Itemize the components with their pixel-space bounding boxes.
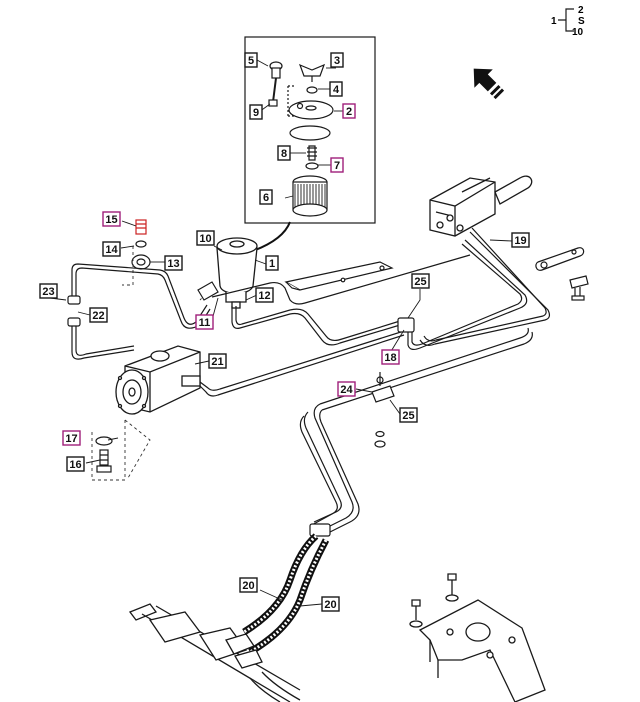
callout-box-13 — [164, 255, 183, 271]
callout-box-4 — [329, 81, 343, 97]
callout-4: 4 — [333, 84, 340, 96]
callout-18: 18 — [384, 352, 396, 364]
callout-25: 25 — [414, 276, 426, 288]
link-plate — [535, 247, 589, 301]
callout-17: 17 — [65, 433, 77, 445]
callout-box-7 — [330, 157, 344, 173]
callout-20: 20 — [324, 599, 336, 611]
filter-detail-box — [244, 36, 376, 224]
callout-box-17 — [62, 430, 81, 446]
callout-1: 1 — [269, 258, 275, 270]
steel-pipes — [71, 227, 551, 535]
pipe-fittings — [67, 281, 415, 537]
callout-box-1 — [265, 255, 279, 271]
callout-box-6 — [259, 189, 273, 205]
callout-labels: 1234567891011121314151617181920202122232… — [39, 52, 530, 612]
callout-box-25 — [411, 273, 430, 289]
legend-middle: S — [578, 16, 585, 27]
callout-22: 22 — [92, 310, 104, 322]
callout-box-20 — [321, 596, 340, 612]
callout-9: 9 — [253, 107, 259, 119]
fitting-16-17 — [95, 436, 113, 473]
callout-19: 19 — [514, 235, 526, 247]
callout-box-8 — [277, 145, 291, 161]
callout-16: 16 — [69, 459, 81, 471]
callout-10: 10 — [199, 233, 211, 245]
callout-box-9 — [249, 104, 263, 120]
callout-3: 3 — [334, 55, 340, 67]
legend-left: 1 — [551, 16, 557, 27]
callout-box-10 — [196, 230, 215, 246]
callout-box-5 — [244, 52, 258, 68]
callout-5: 5 — [248, 55, 254, 67]
callout-12: 12 — [258, 290, 270, 302]
callout-box-18 — [381, 349, 400, 365]
axle-bracket — [409, 573, 546, 702]
callout-2: 2 — [346, 106, 352, 118]
callout-box-25 — [399, 407, 418, 423]
legend-top: 2 — [578, 5, 584, 16]
callout-box-21 — [208, 353, 227, 369]
callout-13: 13 — [167, 258, 179, 270]
fitting-13-15 — [131, 219, 151, 270]
hydraulic-tank — [216, 237, 258, 309]
callout-box-23 — [39, 283, 58, 299]
callout-box-2 — [342, 103, 356, 119]
callout-6: 6 — [263, 192, 269, 204]
legend-bottom: 10 — [572, 27, 584, 38]
callout-box-24 — [337, 381, 356, 397]
callout-leaders — [49, 59, 513, 607]
section-legend: 2 S 10 1 — [551, 5, 585, 38]
callout-box-14 — [102, 241, 121, 257]
callout-box-16 — [66, 456, 85, 472]
callout-box-3 — [330, 52, 344, 68]
direction-arrow-icon — [473, 68, 505, 100]
mounting-rail — [284, 261, 394, 291]
callout-box-15 — [102, 211, 121, 227]
hydraulic-pump — [115, 345, 201, 415]
callout-23: 23 — [42, 286, 54, 298]
steering-cylinder — [128, 603, 301, 702]
callout-25: 25 — [402, 410, 414, 422]
callout-11: 11 — [199, 317, 211, 329]
callout-20: 20 — [242, 580, 254, 592]
callout-21: 21 — [211, 356, 223, 368]
callout-7: 7 — [334, 160, 340, 172]
hydraulic-hoses — [242, 533, 330, 656]
callout-24: 24 — [340, 384, 353, 396]
callout-box-12 — [255, 287, 274, 303]
callout-box-22 — [89, 307, 108, 323]
control-valve — [429, 175, 533, 237]
callout-8: 8 — [281, 148, 287, 160]
callout-box-11 — [195, 314, 214, 330]
callout-box-19 — [511, 232, 530, 248]
callout-14: 14 — [105, 244, 118, 256]
callout-15: 15 — [105, 214, 117, 226]
filter-exploded-parts — [268, 61, 334, 217]
callout-box-20 — [239, 577, 258, 593]
